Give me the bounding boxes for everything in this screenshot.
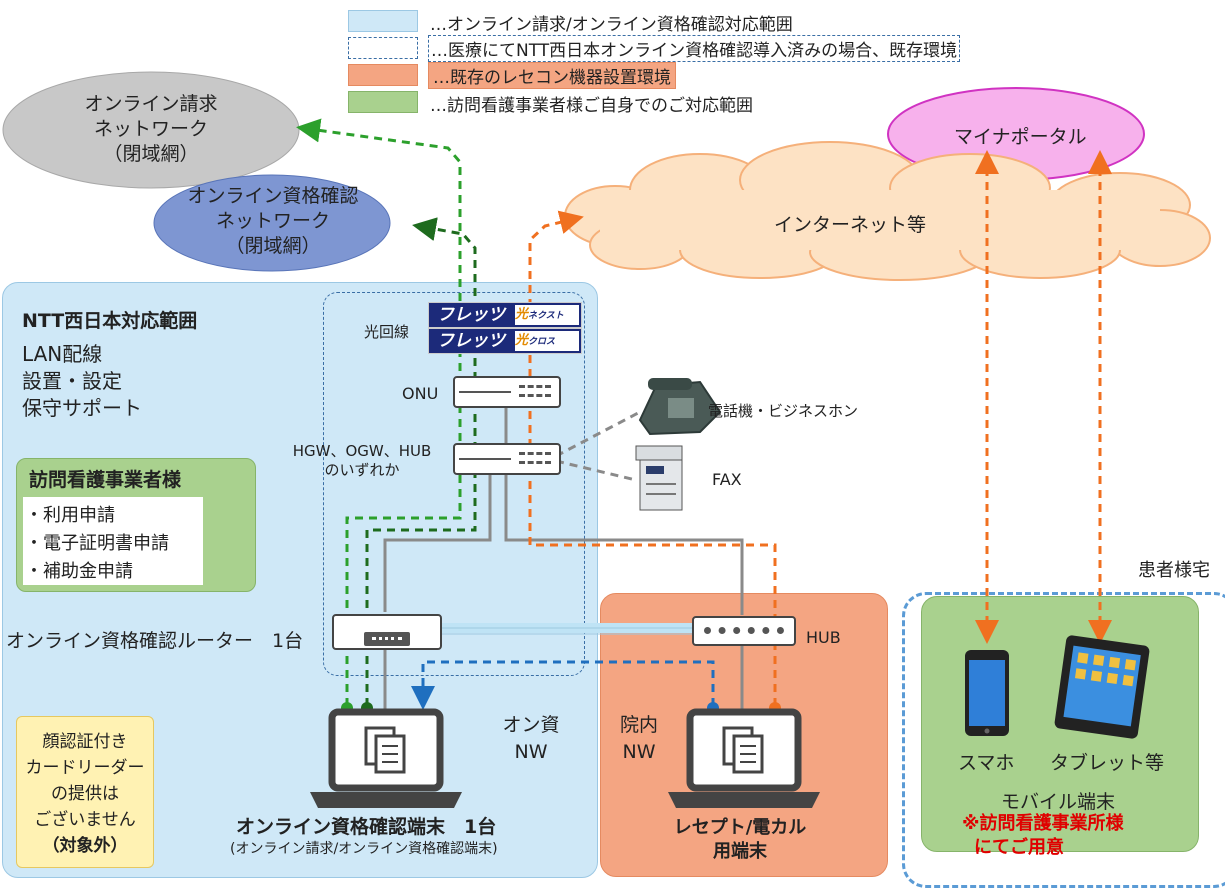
card-reader-note: 顔認証付き カードリーダー の提供は ございません （対象外） bbox=[16, 716, 154, 868]
provider-title: 訪問看護事業者様 bbox=[29, 469, 182, 491]
flets-next-logo: フレッツ 光ネクスト bbox=[428, 302, 582, 328]
card-reader-line: の提供は bbox=[51, 784, 119, 804]
card-reader-line: カードリーダー bbox=[25, 758, 145, 778]
blue-path bbox=[411, 660, 715, 710]
rece-terminal-label: レセプト/電カル用端末 bbox=[673, 817, 807, 862]
existing-environment-area bbox=[323, 292, 585, 676]
legend-text-existing: …医療にてNTT西日本オンライン資格確認導入済みの場合、既存環境 bbox=[428, 35, 961, 62]
hub-device bbox=[692, 616, 796, 646]
eligibility-network-label: オンライン資格確認ネットワーク（閉域網） bbox=[187, 185, 359, 257]
provider-box: 訪問看護事業者様 ・利用申請 ・電子証明書申請 ・補助金申請 bbox=[16, 458, 256, 592]
legend-text-provider: …訪問看護事業者様ご自身でのご対応範囲 bbox=[430, 96, 753, 116]
ntt-scope-item: LAN配線 bbox=[22, 342, 103, 366]
eligibility-terminal-icon bbox=[310, 708, 462, 808]
fiber-label: 光回線 bbox=[364, 323, 410, 341]
mobile-note: ※訪問看護事業所様 にてご用意 bbox=[962, 813, 1124, 858]
ntt-scope-item: 設置・設定 bbox=[22, 369, 122, 393]
provider-list: ・利用申請 ・電子証明書申請 ・補助金申請 bbox=[23, 497, 203, 585]
legend-text-rececon: …既存のレセコン機器設置環境 bbox=[428, 62, 676, 89]
eligibility-terminal-label: オンライン資格確認端末 1台 bbox=[236, 816, 497, 838]
smartphone-label: スマホ bbox=[958, 752, 1015, 774]
fax-label: FAX bbox=[712, 470, 742, 489]
eligibility-terminal-sublabel: (オンライン請求/オンライン資格確認端末) bbox=[230, 841, 498, 857]
provider-item: ・利用申請 bbox=[25, 505, 115, 526]
tablet-label: タブレット等 bbox=[1050, 752, 1165, 774]
smartphone-icon bbox=[965, 650, 1009, 736]
fax-icon bbox=[635, 445, 683, 511]
mobile-label: モバイル端末 bbox=[1000, 791, 1115, 813]
rece-terminal-icon bbox=[668, 708, 820, 808]
hgw-device bbox=[453, 443, 561, 475]
legend-swatch-provider bbox=[348, 91, 418, 113]
router-device bbox=[332, 614, 442, 650]
claim-network-label: オンライン請求ネットワーク（閉域網） bbox=[84, 93, 218, 165]
onu-device bbox=[453, 376, 561, 408]
provider-item: ・電子証明書申請 bbox=[25, 533, 169, 554]
legend-swatch-online bbox=[348, 10, 418, 32]
eligibility-network bbox=[153, 174, 391, 272]
card-reader-line: ございません bbox=[34, 810, 136, 830]
tablet-icon bbox=[1054, 635, 1150, 739]
legend-swatch-rececon bbox=[348, 64, 418, 86]
hub-label: HUB bbox=[806, 628, 841, 647]
router-label: オンライン資格確認ルーター 1台 bbox=[6, 630, 304, 652]
phone-label: 電話機・ビジネスホン bbox=[708, 402, 859, 420]
mynaportal-label: マイナポータル bbox=[954, 126, 1087, 148]
patient-home-label: 患者様宅 bbox=[1138, 560, 1210, 581]
phone-icon bbox=[638, 378, 722, 436]
ntt-scope-item: 保守サポート bbox=[22, 396, 142, 420]
internet-label: インターネット等 bbox=[774, 214, 927, 236]
legend-text-online: …オンライン請求/オンライン資格確認対応範囲 bbox=[430, 15, 793, 35]
legend-swatch-existing bbox=[348, 37, 418, 59]
flets-cross-logo: フレッツ 光クロス bbox=[428, 328, 582, 354]
card-reader-exclusion: （対象外） bbox=[42, 836, 128, 856]
onu-label: ONU bbox=[402, 384, 439, 403]
provider-item: ・補助金申請 bbox=[25, 561, 133, 582]
card-reader-line: 顔認証付き bbox=[42, 732, 128, 752]
ntt-scope-title: NTT西日本対応範囲 bbox=[22, 310, 198, 332]
